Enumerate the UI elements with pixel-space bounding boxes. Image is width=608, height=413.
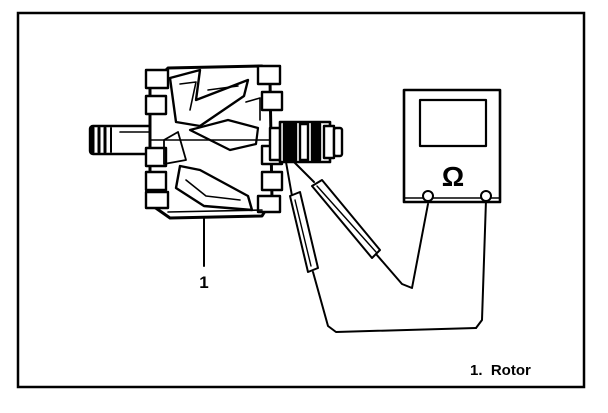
rotor-callout-number: 1 [199, 273, 208, 292]
rotor-shaft-left [88, 124, 154, 156]
ohmmeter-jack-left [422, 190, 434, 202]
meter-lead-right [475, 199, 487, 329]
ohmmeter: Ω [402, 88, 502, 204]
rotor-illustration [88, 64, 344, 267]
test-probe-left [285, 161, 477, 333]
ohm-symbol: Ω [442, 161, 464, 192]
ohmmeter-display [418, 98, 488, 148]
test-probe-right [291, 159, 429, 289]
caption-rotor: 1. Rotor [470, 362, 531, 379]
ohmmeter-jack-right [480, 190, 492, 202]
rotor-slip-rings [268, 120, 344, 164]
test-leads [285, 159, 487, 333]
diagram-border [16, 11, 586, 389]
rotor-pole-body [144, 64, 284, 220]
